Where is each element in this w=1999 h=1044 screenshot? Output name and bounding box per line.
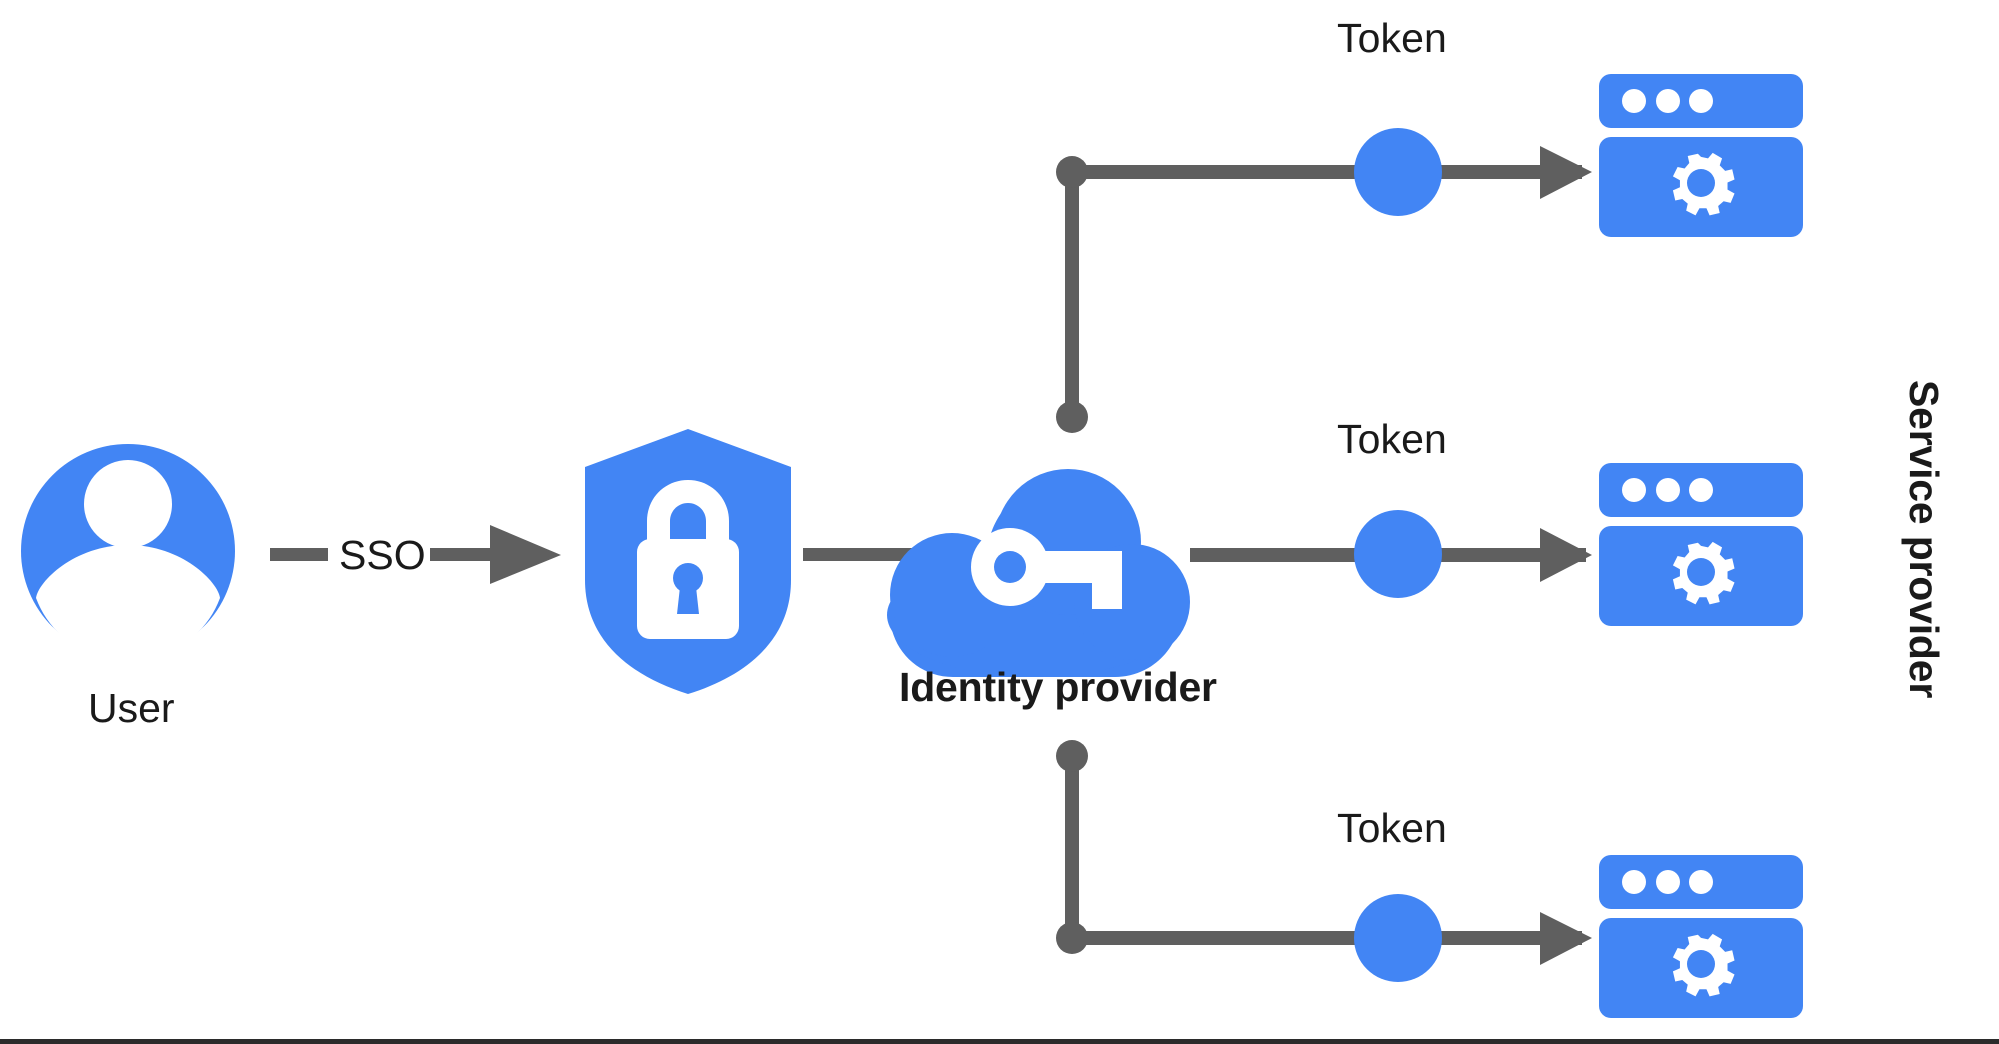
token-flow-bottom [1072,894,1592,982]
gear-glyph-middle [1672,541,1735,605]
token-flow-middle [1190,510,1592,598]
browser-window-gear-icon-middle [1599,463,1803,626]
branch-connector-bottom [1056,740,1088,954]
bottom-divider [0,1039,1999,1044]
branch-connector-top [1056,156,1088,433]
user-label: User [88,685,175,731]
shield-lock-icon [585,429,791,694]
token-label-top: Token [1337,15,1447,61]
browser-window-gear-icon-top [1599,74,1803,237]
key-glyph [971,528,1122,609]
token-label-middle: Token [1337,416,1447,462]
user-avatar-icon [21,444,235,660]
browser-window-gear-icon-bottom [1599,855,1803,1018]
token-flow-top [1072,128,1592,216]
service-provider-label: Service provider [1901,380,1947,699]
sso-arrow [270,525,561,584]
token-circle-bottom [1354,894,1442,982]
token-circle-top [1354,128,1442,216]
gear-glyph-top [1672,152,1735,216]
identity-provider-label: Identity provider [899,664,1217,710]
sso-edge-label: SSO [339,532,426,578]
token-circle-middle [1354,510,1442,598]
gear-glyph-bottom [1672,933,1735,997]
cloud-key-icon [887,469,1190,677]
token-label-bottom: Token [1337,805,1447,851]
